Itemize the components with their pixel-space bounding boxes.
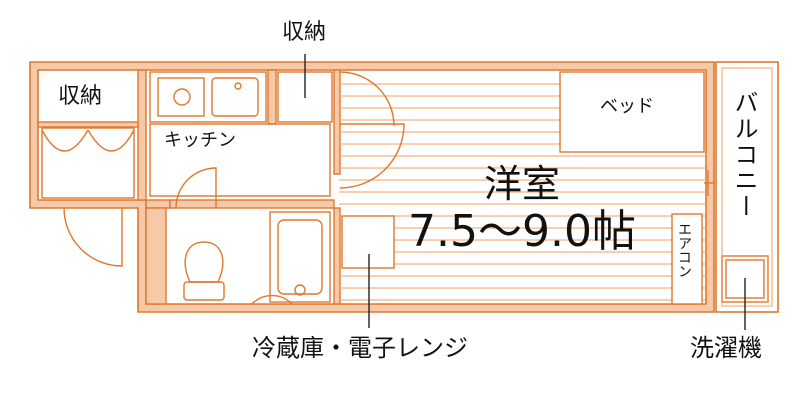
toilet-door — [175, 167, 217, 209]
floor-boards — [339, 83, 706, 301]
storage-top-label: 収納 — [282, 20, 327, 45]
balcony-area — [715, 61, 779, 313]
room-size-label: 7.5〜9.0帖 — [408, 206, 636, 257]
bed — [559, 71, 705, 153]
toilet — [183, 241, 225, 301]
fridge-microwave-label: 冷蔵庫・電子レンジ — [252, 334, 468, 362]
washer-label: 洗濯機 — [690, 334, 762, 362]
bathtub — [269, 211, 331, 303]
aircon-label: エアコン — [676, 222, 692, 278]
bed-label: ベッド — [600, 96, 654, 117]
kitchen-label: キッチン — [164, 130, 236, 151]
storage-left-label: 収納 — [58, 84, 103, 109]
callout-lines — [304, 54, 746, 330]
left-storage-doors — [41, 127, 135, 199]
balcony-label: バルコニー — [730, 90, 758, 220]
room-name-label: 洋室 — [484, 162, 561, 206]
entrance-door — [63, 207, 123, 267]
aircon-unit — [671, 213, 703, 305]
kitchen-counter — [149, 71, 267, 123]
interior-walls — [37, 69, 341, 305]
fridge-box — [341, 215, 395, 269]
